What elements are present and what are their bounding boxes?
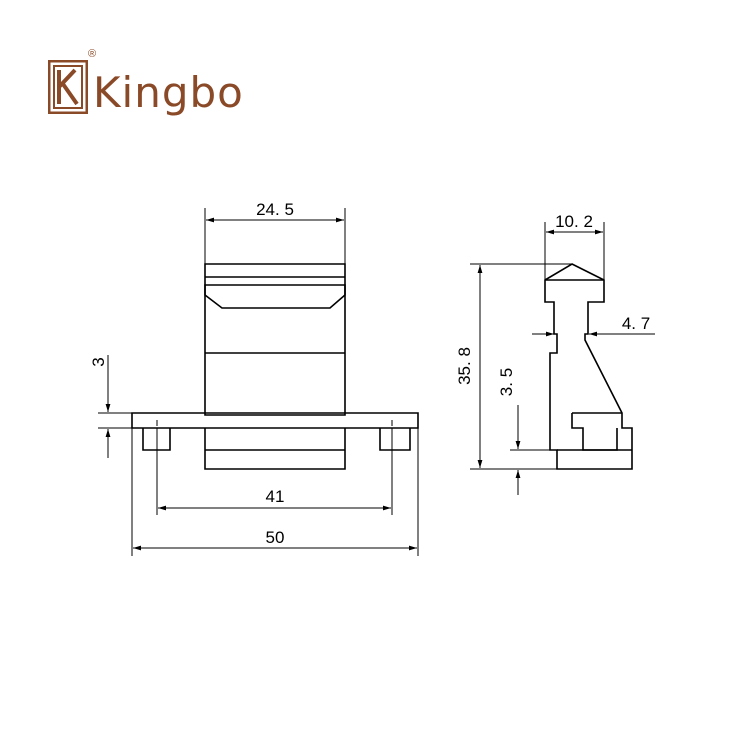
side-view xyxy=(544,263,633,470)
dim-overall-width: 50 xyxy=(266,528,285,547)
side-view-dimensions xyxy=(470,222,655,495)
front-view xyxy=(131,263,419,470)
dim-side-head-width: 10. 2 xyxy=(555,212,593,231)
kingbo-logo: ® Kingbo xyxy=(48,48,248,120)
dim-hole-spacing: 41 xyxy=(266,487,285,506)
dim-overall-height: 35. 8 xyxy=(455,347,474,385)
front-view-dimensions xyxy=(98,208,419,556)
dim-flange-thickness: 3 xyxy=(89,357,108,366)
brand-name: Kingbo xyxy=(93,68,244,117)
dim-side-foot: 3. 5 xyxy=(497,368,516,396)
registered-mark: ® xyxy=(88,48,97,60)
kingbo-logo-icon xyxy=(48,60,88,114)
dim-top-width: 24. 5 xyxy=(256,200,294,219)
dim-side-neck: 4. 7 xyxy=(622,314,650,333)
dimension-labels: 24. 5 3 41 50 10. 2 4. 7 35. 8 3. 5 xyxy=(89,200,650,547)
